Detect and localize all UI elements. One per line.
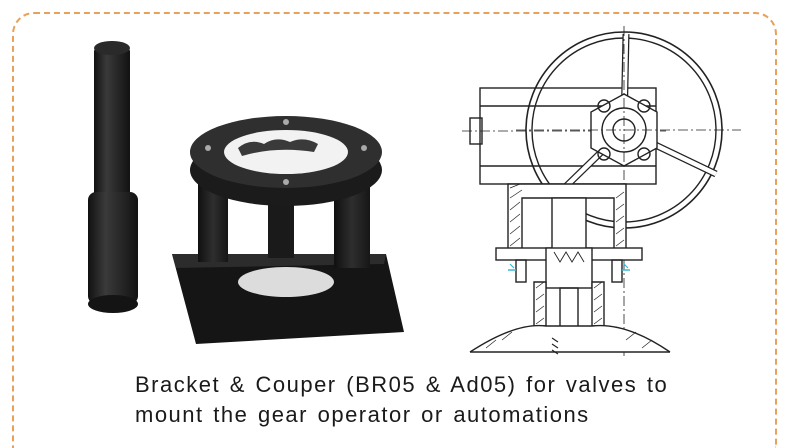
caption-line-2: mount the gear operator or automations xyxy=(135,402,590,427)
mounting-bolts xyxy=(508,259,630,283)
caption-line-1: Bracket & Couper (BR05 & Ad05) for valve… xyxy=(135,372,669,397)
bracket-coupler-photo xyxy=(88,41,404,344)
bracket-top-ring xyxy=(190,116,382,206)
valve-body xyxy=(469,281,671,355)
caption: Bracket & Couper (BR05 & Ad05) for valve… xyxy=(135,370,775,430)
coupler-stem xyxy=(545,197,593,349)
dashed-frame xyxy=(12,12,777,448)
gear-operator-drawing xyxy=(462,26,741,356)
gearbox-housing xyxy=(462,87,666,185)
coupler-shaft xyxy=(88,41,138,313)
